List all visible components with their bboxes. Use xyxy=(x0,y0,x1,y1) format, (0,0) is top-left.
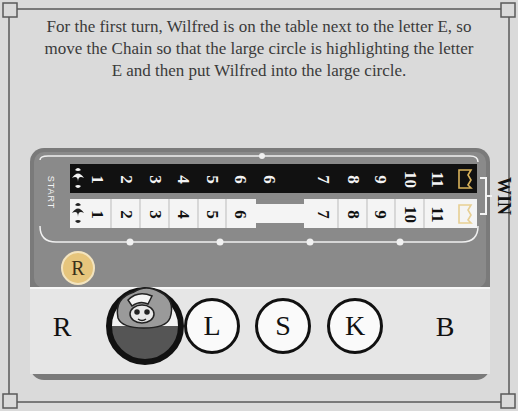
track-number: 7 xyxy=(315,210,332,219)
track-number: 6 xyxy=(261,175,278,184)
track-number: 5 xyxy=(204,210,221,219)
track-number: 10 xyxy=(402,206,419,223)
slot-circle: L xyxy=(184,298,240,354)
circle-letter: R xyxy=(71,258,84,278)
track-number: 1 xyxy=(89,175,106,184)
track-number: 4 xyxy=(175,175,192,184)
track-number: 3 xyxy=(147,175,164,184)
token-circle: R xyxy=(61,251,95,285)
track-number: 10 xyxy=(402,171,419,188)
track-number: 3 xyxy=(147,210,164,219)
track-number: 11 xyxy=(429,171,446,187)
circle-letter: K xyxy=(345,312,365,340)
start-label: START xyxy=(46,175,55,209)
slot-circle: K xyxy=(327,298,383,354)
win-label: WIN xyxy=(495,177,513,215)
track-number: 9 xyxy=(372,210,389,219)
track-number: 9 xyxy=(372,175,389,184)
circle-letter: L xyxy=(203,312,220,340)
track-number: 8 xyxy=(345,210,362,219)
track-number: 7 xyxy=(315,175,332,184)
circle-letter: S xyxy=(275,312,291,340)
track-number: 6 xyxy=(232,175,249,184)
track-number: 2 xyxy=(118,210,135,219)
track-number: 1 xyxy=(89,210,106,219)
track-number: 11 xyxy=(429,206,446,222)
track-number: 4 xyxy=(175,210,192,219)
track-number: 5 xyxy=(204,175,221,184)
slot-circle: S xyxy=(255,298,311,354)
track-number: 8 xyxy=(345,175,362,184)
slot-letter: R xyxy=(53,313,72,341)
instruction-text: For the first turn, Wilfred is on the ta… xyxy=(44,16,474,82)
slot-letter: B xyxy=(436,313,455,341)
track-number: 6 xyxy=(232,210,249,219)
track-number: 2 xyxy=(118,175,135,184)
